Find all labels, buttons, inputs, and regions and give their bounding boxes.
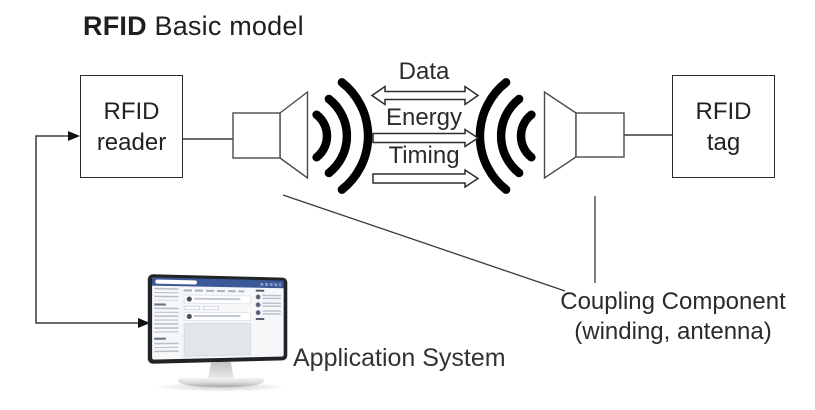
suggestion-text-lines <box>262 309 281 315</box>
monitor-stand-base <box>178 378 264 387</box>
sidebar-section-header <box>154 337 166 340</box>
timing-label: Timing <box>388 142 460 169</box>
diagram-title: RFID Basic model <box>83 11 304 42</box>
left-horn-body <box>232 112 281 159</box>
avatar <box>186 296 192 302</box>
right-wave-small <box>516 110 536 162</box>
coupling-label-line1: Coupling Component <box>560 288 786 315</box>
screen-sidebar <box>152 286 180 360</box>
energy-arrow-right <box>372 128 480 148</box>
sidebar-link-lines <box>154 342 179 353</box>
left-wave-medium <box>324 94 352 178</box>
avatar <box>255 309 261 315</box>
right-radio-waves-icon <box>475 78 536 194</box>
feed-filter-chips <box>183 305 251 310</box>
title-brand: RFID <box>83 11 147 41</box>
rfid-reader-box: RFID reader <box>80 75 183 178</box>
feed-tabs-strip <box>183 289 245 293</box>
sidebar-link-lines <box>154 307 179 335</box>
left-horn-flare <box>279 90 309 180</box>
coupling-component-label: Coupling Component (winding, antenna) <box>523 287 815 347</box>
right-horn-body <box>575 112 625 158</box>
tag-label-line2: tag <box>706 128 741 156</box>
left-wave-large <box>337 78 373 194</box>
coupling-pointer-line-left <box>282 194 566 292</box>
left-radio-waves-icon <box>312 78 373 194</box>
left-horn-antenna-icon <box>232 90 309 180</box>
post-text-line <box>193 315 241 317</box>
application-system-label: Application System <box>293 344 506 372</box>
right-horn-antenna-icon <box>543 90 625 180</box>
right-column-header <box>255 289 265 292</box>
sidebar-link-lines <box>154 287 179 301</box>
post-action-row <box>183 356 252 360</box>
composer-text-line <box>193 297 241 301</box>
suggestion-text-lines <box>262 301 281 307</box>
suggestion-item <box>255 309 281 315</box>
post-photo-placeholder <box>183 322 252 357</box>
screen-search-bar <box>155 279 197 285</box>
avatar <box>255 294 261 299</box>
reader-label-line2: reader <box>96 128 167 156</box>
filter-chip <box>183 305 200 310</box>
avatar <box>255 301 261 307</box>
arrowhead-into-reader <box>68 131 80 141</box>
right-wave-medium <box>496 94 524 178</box>
tag-label-line1: RFID <box>695 97 752 125</box>
suggestion-item <box>255 294 281 300</box>
reader-to-application-connector <box>35 135 139 324</box>
avatar <box>186 313 192 319</box>
coupling-label-line2: (winding, antenna) <box>574 318 772 345</box>
filter-chip <box>203 305 220 310</box>
desktop-monitor-icon <box>147 274 295 406</box>
screen-body <box>152 286 284 360</box>
screen-navbar-icons <box>260 282 281 286</box>
screen-navbar-spacer <box>199 283 259 284</box>
rfid-tag-box: RFID tag <box>672 75 775 178</box>
data-label: Data <box>398 58 450 85</box>
screen-feed-column <box>181 286 254 360</box>
right-column-footer <box>255 317 265 320</box>
monitor-display <box>147 274 288 364</box>
suggestion-text-lines <box>262 294 281 300</box>
right-wave-large <box>475 78 511 194</box>
left-wave-small <box>312 110 332 162</box>
right-horn-flare <box>543 90 577 180</box>
timing-arrow-right <box>372 168 480 189</box>
suggestion-item <box>255 301 281 307</box>
monitor-screen <box>152 277 284 360</box>
feed-composer-card <box>183 293 252 304</box>
data-arrow-bidirectional <box>370 85 480 106</box>
arrowhead-into-application <box>138 318 150 328</box>
screen-right-column <box>254 288 284 360</box>
monitor-shadow <box>152 382 290 392</box>
energy-label: Energy <box>385 104 463 131</box>
sidebar-section-header <box>154 303 166 306</box>
monitor-stand-neck <box>208 362 234 379</box>
reader-label-line1: RFID <box>103 97 160 125</box>
feed-post-card <box>183 311 252 321</box>
title-rest: Basic model <box>146 11 304 41</box>
